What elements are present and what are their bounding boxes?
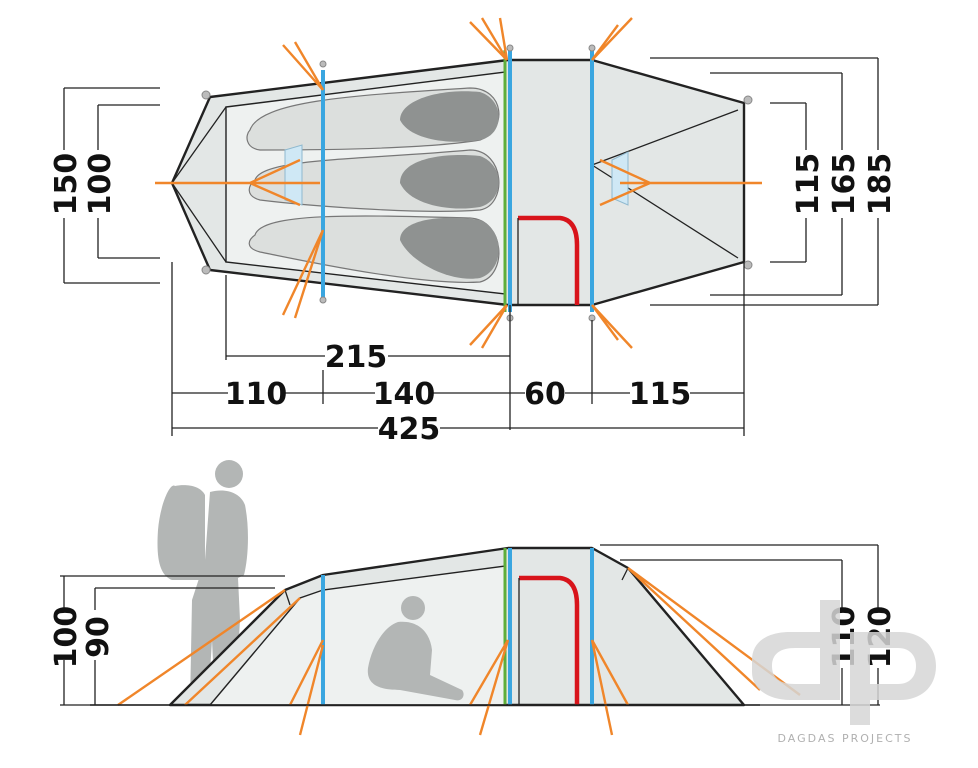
peg (588, 44, 596, 52)
side-left-height-outer-label: 100 (49, 606, 84, 669)
dagdas-projects-logo: DAGDAS PROJECTS (752, 600, 936, 745)
peg (743, 95, 753, 105)
side-vent (284, 567, 629, 606)
front-section-length-label: 115 (629, 377, 692, 412)
peg (319, 296, 327, 304)
rear-section-length-label: 110 (225, 377, 288, 412)
top-view-left-dimensions: 150 100 (49, 87, 160, 284)
top-right-height-middle-label: 165 (827, 153, 862, 216)
sitting-person-silhouette (367, 596, 464, 701)
side-view: 100 90 110 120 (49, 460, 898, 736)
top-left-height-outer-label: 150 (49, 153, 84, 216)
side-left-height-inner-label: 90 (81, 616, 116, 658)
inner-section-length-label: 140 (373, 377, 436, 412)
front-vent-window (611, 151, 629, 206)
top-view-guy-lines (155, 17, 762, 349)
top-view-length-dimensions: 215 110 140 60 115 425 (171, 262, 745, 447)
peg (506, 44, 514, 52)
top-view: 150 100 115 165 185 215 110 140 60 115 4… (49, 17, 898, 447)
logo-text: DAGDAS PROJECTS (778, 732, 913, 745)
total-length-label: 425 (378, 412, 441, 447)
peg (201, 90, 211, 100)
rear-vent-window (284, 144, 303, 206)
top-left-height-inner-label: 100 (83, 153, 118, 216)
sleeping-bag (246, 87, 500, 151)
side-view-door-zip (519, 575, 580, 705)
sleeping-cabin-length-label: 215 (325, 340, 388, 375)
peg (201, 265, 211, 275)
peg (319, 60, 327, 68)
middle-section-length-label: 60 (524, 377, 566, 412)
sleeping-bag (248, 215, 500, 284)
top-right-height-inner-label: 115 (791, 153, 826, 216)
sleeping-bags (246, 87, 500, 284)
peg (743, 260, 753, 270)
rear-seam (171, 106, 227, 263)
top-view-right-dimensions: 115 165 185 (650, 57, 898, 306)
top-right-height-outer-label: 185 (863, 153, 898, 216)
logo-mark (752, 600, 936, 725)
side-view-guy-lines (117, 567, 801, 736)
sleeping-bag (248, 149, 500, 212)
top-view-door-zip (518, 215, 580, 305)
side-view-left-dimensions: 100 90 (49, 575, 285, 706)
